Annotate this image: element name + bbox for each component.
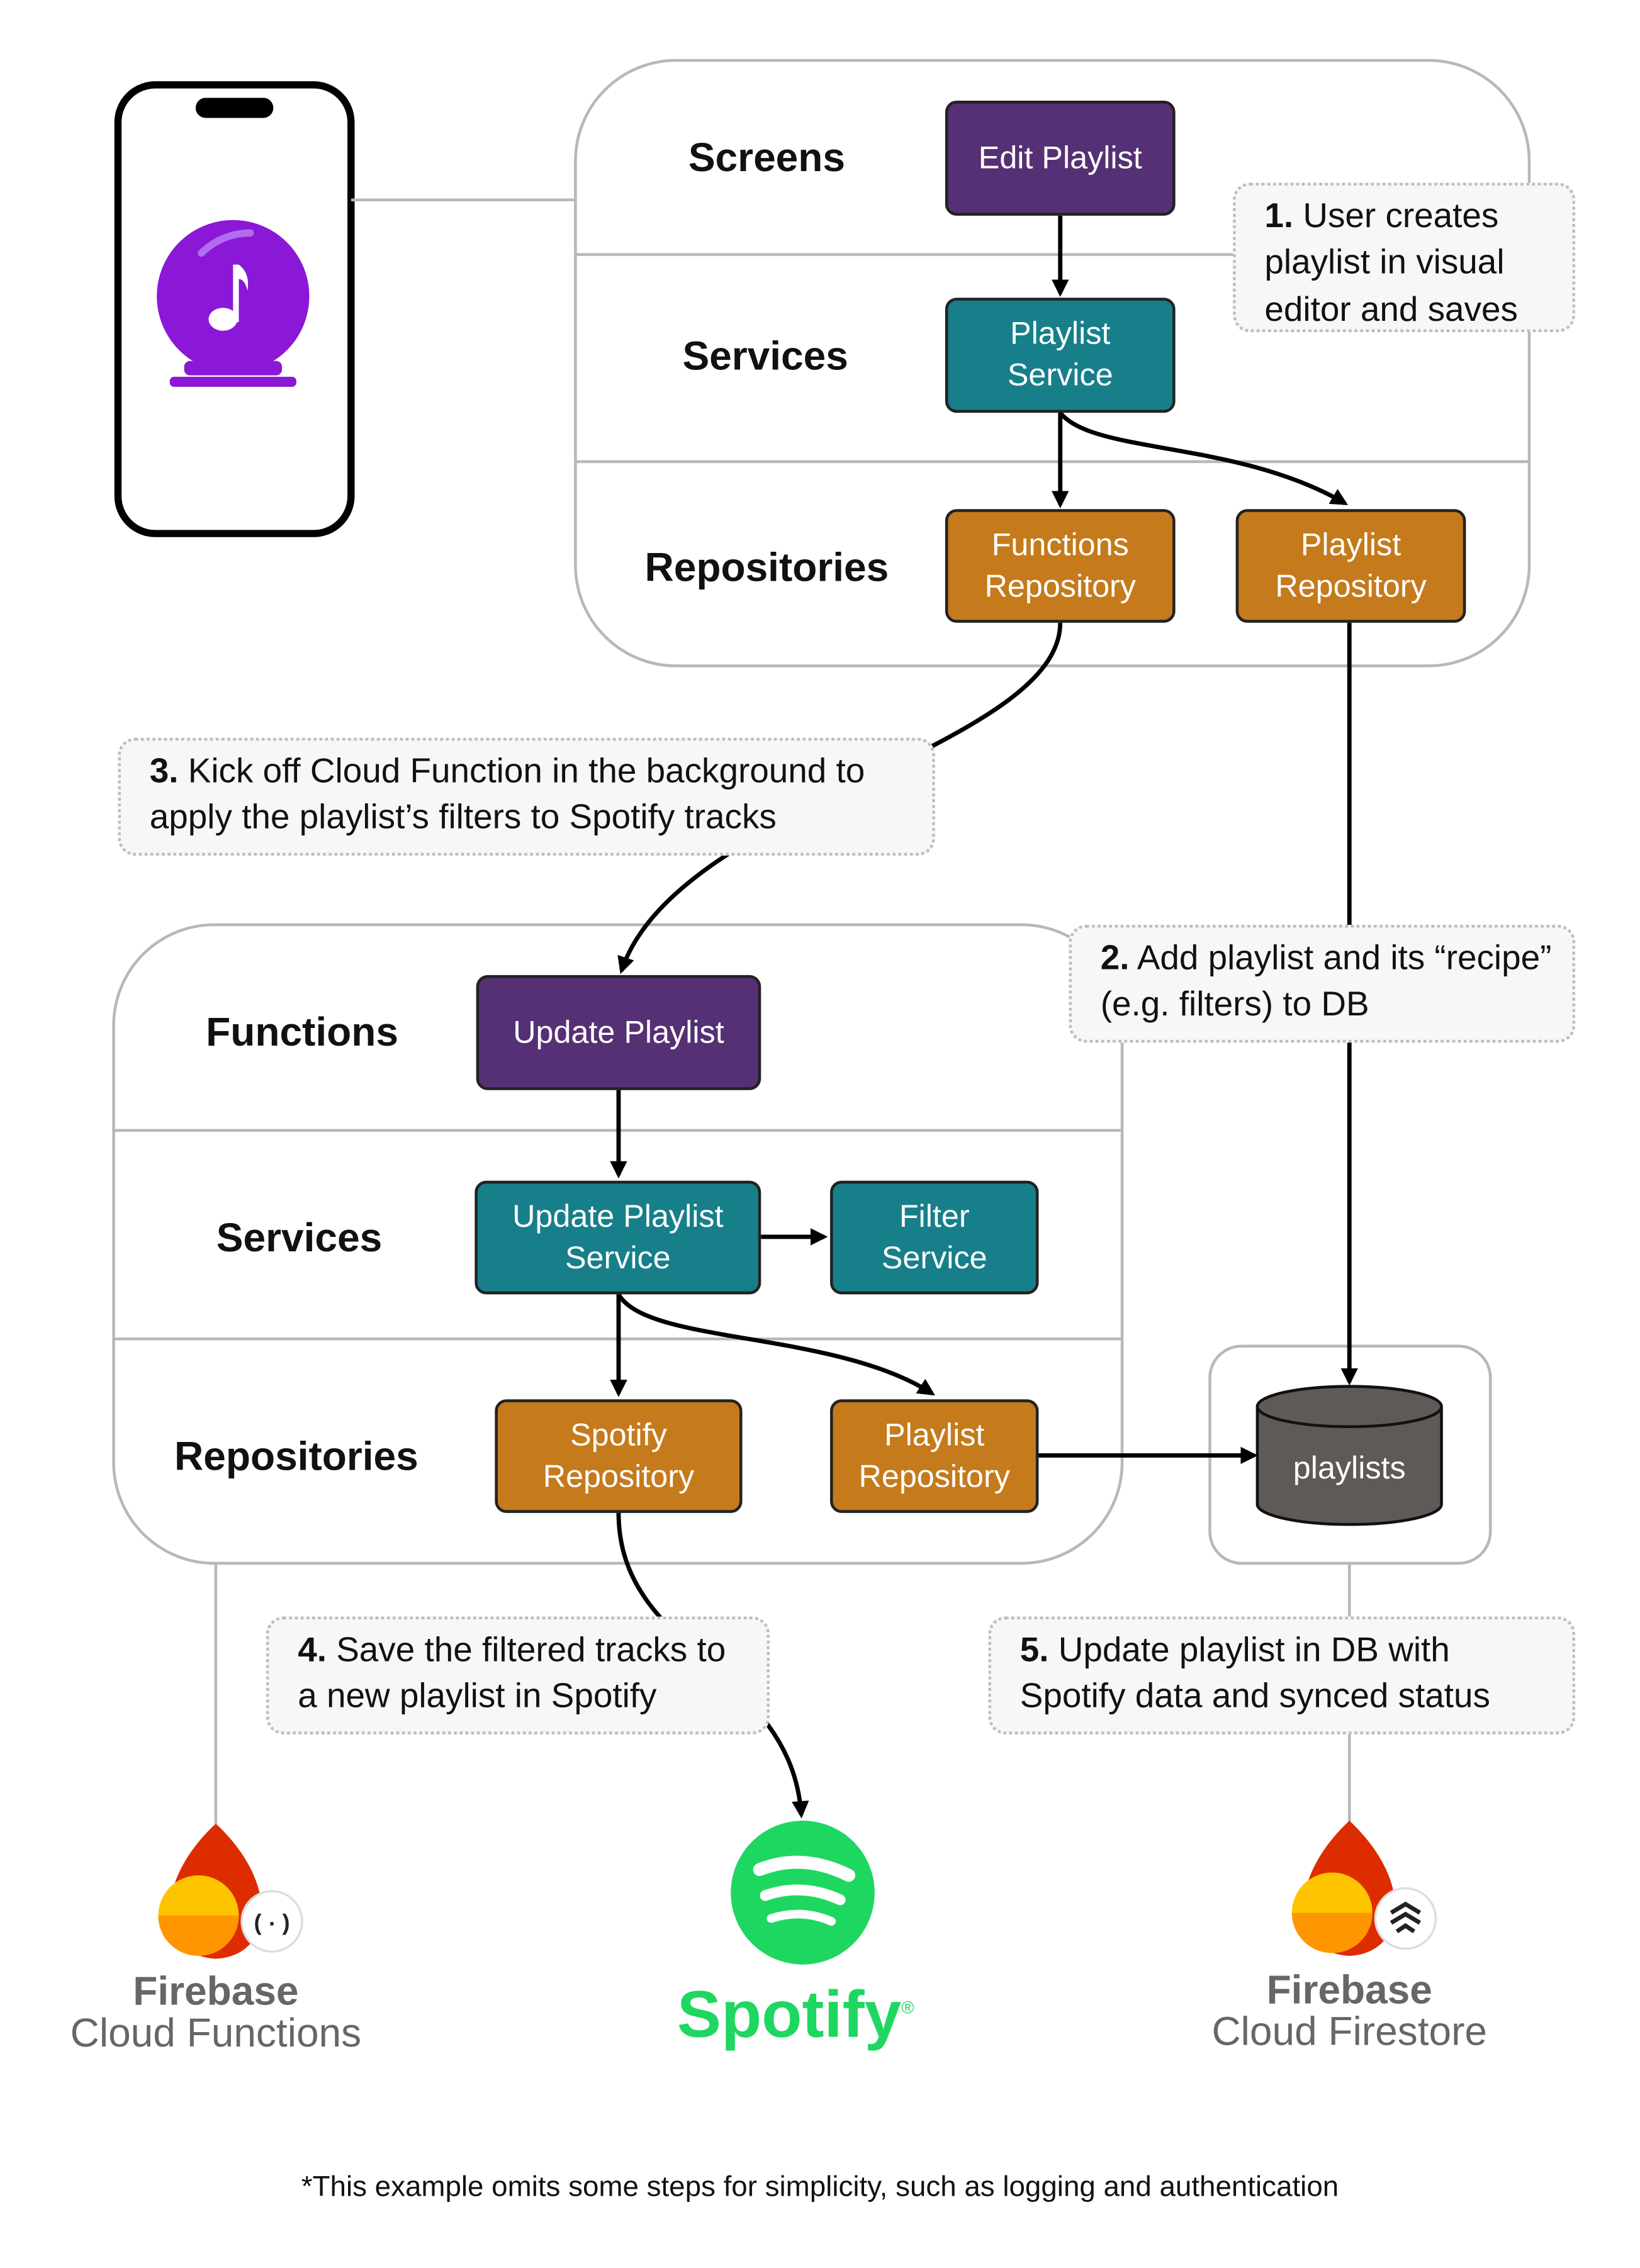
database-cylinder (1255, 1385, 1443, 1526)
function-layer-repositories: Repositories (174, 1434, 418, 1478)
firebase-functions-wordmark: Firebase Cloud Functions (70, 1969, 362, 2055)
phone-device (114, 81, 355, 537)
update-playlist-function: Update Playlist (476, 975, 761, 1090)
firebase-functions-logo: (·) (158, 1823, 303, 1959)
note-step-1: 1. User creates playlist in visual edito… (1233, 182, 1576, 333)
note-step-5: 5. Update playlist in DB with Spotify da… (988, 1616, 1576, 1735)
spotify-repository: Spotify Repository (495, 1399, 743, 1513)
playlist-repository-function: Playlist Repository (830, 1399, 1039, 1513)
spotify-logo (731, 1821, 875, 1965)
app-icon (157, 220, 310, 387)
note-step-3: 3. Kick off Cloud Function in the backgr… (118, 737, 935, 856)
footnote: *This example omits some steps for simpl… (301, 2171, 1339, 2204)
functions-repository: Functions Repository (945, 509, 1176, 623)
playlist-service: Playlist Service (945, 298, 1176, 413)
function-layer-services: Services (216, 1215, 383, 1260)
phone-notch (195, 98, 274, 118)
spotify-wordmark: Spotify® (677, 1976, 914, 2052)
database-label: playlists (1293, 1450, 1406, 1486)
update-playlist-service: Update Playlist Service (475, 1180, 761, 1295)
note-step-4: 4. Save the filtered tracks to a new pla… (266, 1616, 770, 1735)
note-step-2: 2. Add playlist and its “recipe” (e.g. f… (1069, 924, 1576, 1043)
client-layer-screens: Screens (688, 135, 845, 180)
filter-service: Filter Service (830, 1180, 1039, 1295)
playlist-repository-client: Playlist Repository (1235, 509, 1466, 623)
function-layer-functions: Functions (206, 1009, 398, 1054)
firebase-firestore-logo (1291, 1821, 1437, 1956)
arrow-service-to-playlist-repo (1059, 411, 1349, 506)
edit-playlist-screen: Edit Playlist (945, 101, 1176, 216)
firebase-firestore-wordmark: Firebase Cloud Firestore (1211, 1967, 1488, 2054)
svg-text:(·): (·) (251, 1911, 293, 1937)
client-layer-repositories: Repositories (644, 545, 889, 590)
client-layer-services: Services (682, 333, 848, 379)
arrow-service-to-playlist-repo-fn (616, 1293, 935, 1396)
